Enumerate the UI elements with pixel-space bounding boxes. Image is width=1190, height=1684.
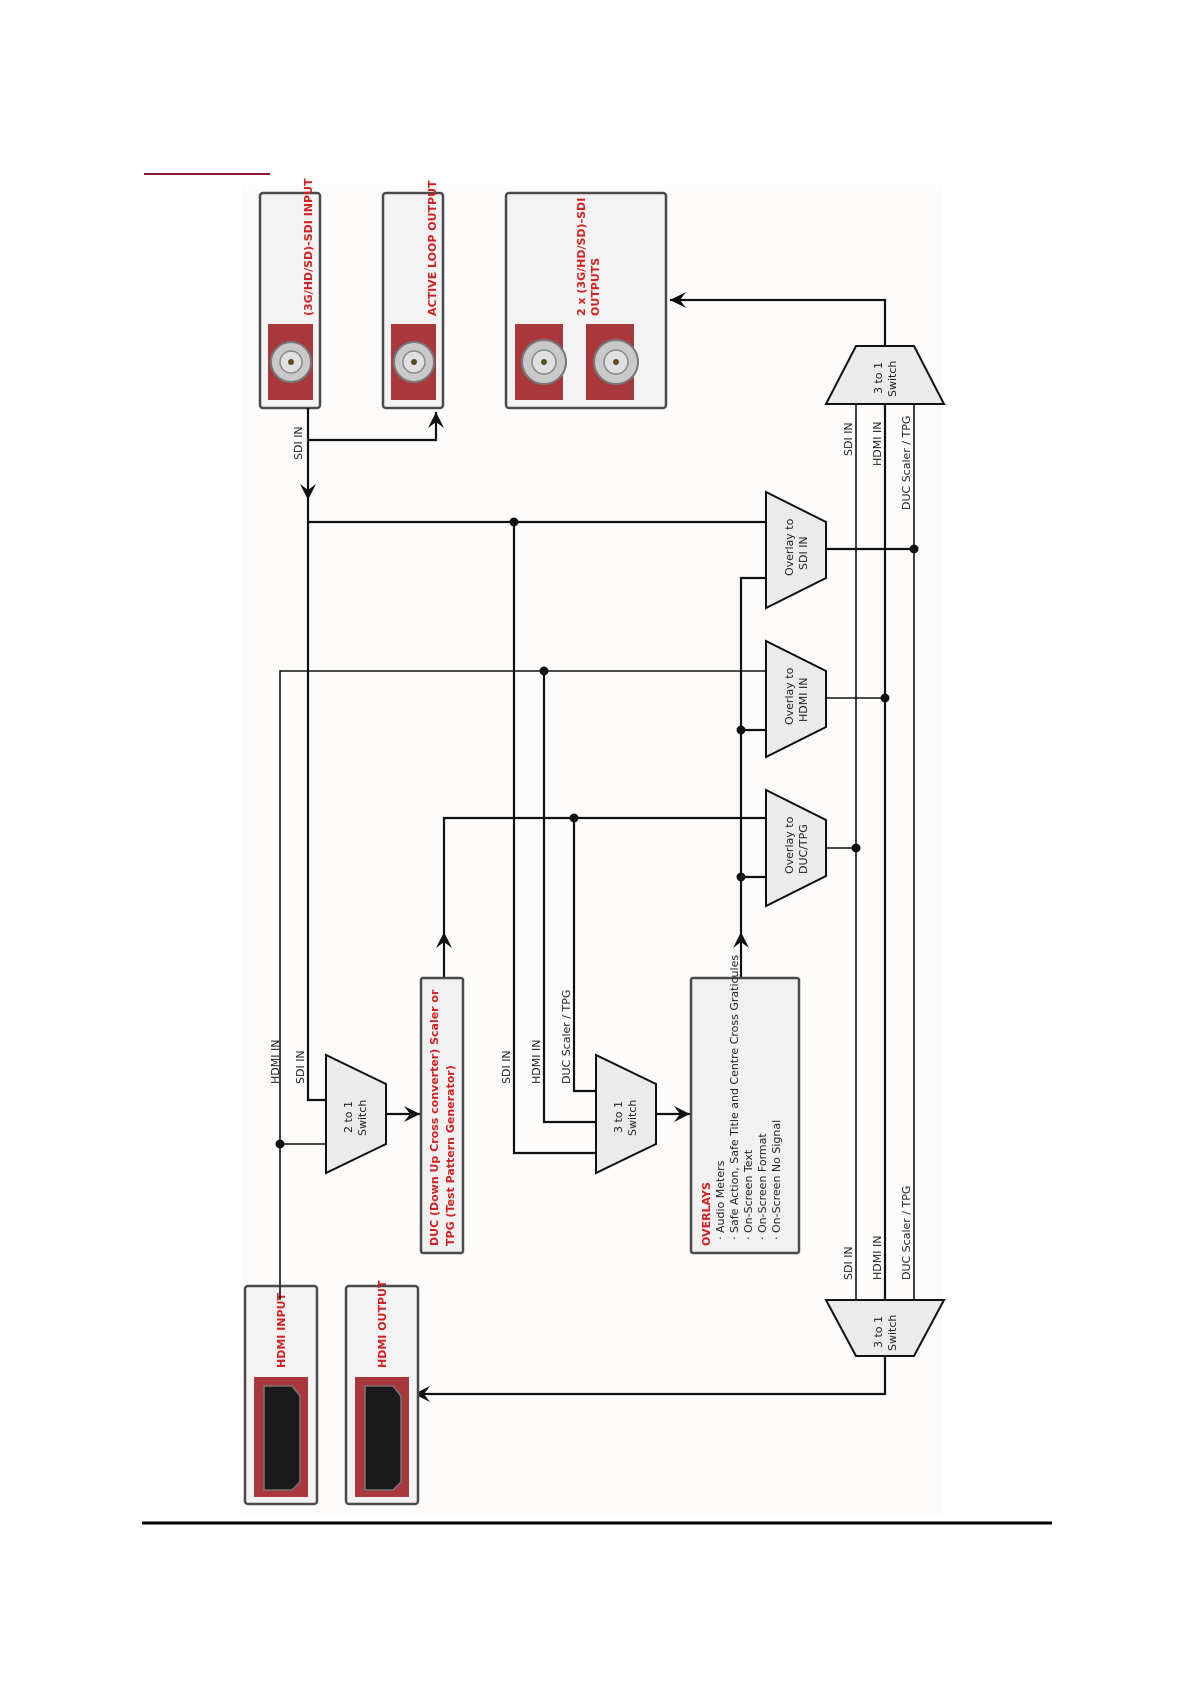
arrow-right-icon xyxy=(404,1106,420,1122)
wire-sdi-in-main xyxy=(306,408,330,1102)
arrow-left-icon xyxy=(670,292,686,308)
duc-box-line1: DUC (Down Up Cross converter) Scaler or xyxy=(428,989,441,1246)
wire-duc-to-overlay-switch xyxy=(572,818,600,1093)
arrow-up-icon xyxy=(733,932,749,948)
switch-label: Switch xyxy=(886,361,899,397)
arrow-down-icon xyxy=(300,484,316,500)
overlay-label: DUC/TPG xyxy=(797,824,810,874)
label-hdmi-in-right-bottom: HDMI IN xyxy=(871,1236,884,1280)
overlays-item: · On-Screen Format xyxy=(756,1133,769,1240)
wire-hdmi-to-overlay-switch xyxy=(542,671,600,1124)
panel-label-sdi-outputs-2: OUTPUTS xyxy=(589,258,602,316)
junction-dot xyxy=(909,544,919,554)
panel-sdi-outputs: 2 x (3G/HD/SD)-SDI OUTPUTS xyxy=(504,191,668,410)
panel-label-active-loop-output: ACTIVE LOOP OUTPUT xyxy=(426,180,439,316)
label-sdi-in-left: SDI IN xyxy=(294,1050,307,1084)
overlay-label: Overlay to xyxy=(783,518,796,576)
overlays-box: OVERLAYS · Audio Meters · Safe Action, S… xyxy=(689,955,801,1255)
switch-label: 3 to 1 xyxy=(612,1101,625,1133)
panel-label-hdmi-output: HDMI OUTPUT xyxy=(376,1280,389,1368)
switch-label: Switch xyxy=(626,1100,639,1136)
label-sdi-in-right-top: SDI IN xyxy=(842,422,855,456)
arrow-right-icon xyxy=(674,1106,690,1122)
panel-hdmi-output: HDMI OUTPUT xyxy=(344,1280,420,1506)
label-sdi-in-right-bottom: SDI IN xyxy=(842,1246,855,1280)
panel-active-loop-output: ACTIVE LOOP OUTPUT xyxy=(381,180,445,410)
wire-hdmi-out xyxy=(414,1356,887,1396)
arrow-up-icon xyxy=(428,412,444,428)
overlay-to-hdmi-block: Overlay to HDMI IN xyxy=(765,639,827,759)
panel-label-sdi-input: (3G/HD/SD)-SDI INPUT xyxy=(302,178,315,316)
overlays-item: · On-Screen Text xyxy=(742,1149,755,1240)
label-duc-right-top: DUC Scaler / TPG xyxy=(900,416,913,510)
overlay-label: HDMI IN xyxy=(797,678,810,722)
overlay-label: Overlay to xyxy=(783,816,796,874)
panel-label-hdmi-input: HDMI INPUT xyxy=(275,1293,288,1368)
overlay-to-duc-block: Overlay to DUC/TPG xyxy=(765,788,827,908)
junction-dot xyxy=(851,843,861,853)
overlay-label: Overlay to xyxy=(783,667,796,725)
switch-label: 2 to 1 xyxy=(342,1101,355,1133)
switch-label: Switch xyxy=(886,1315,899,1351)
panel-hdmi-input: HDMI INPUT xyxy=(243,1284,319,1506)
overlays-item: · Safe Action, Safe Title and Centre Cro… xyxy=(728,955,741,1240)
overlay-to-sdi-block: Overlay to SDI IN xyxy=(765,490,827,610)
overlays-item: · Audio Meters xyxy=(714,1160,727,1240)
switch-sdi-outputs: 3 to 1 Switch xyxy=(824,345,946,405)
switch-label: 3 to 1 xyxy=(872,1316,885,1348)
label-sdi-in-mid: SDI IN xyxy=(500,1050,513,1084)
overlays-item: · On-Screen No Signal xyxy=(770,1120,783,1240)
arrow-up-icon xyxy=(436,932,452,948)
label-duc-mid: DUC Scaler / TPG xyxy=(560,990,573,1084)
wire-sdi-to-overlay-switch xyxy=(512,522,600,1155)
panel-sdi-input: (3G/HD/SD)-SDI INPUT xyxy=(258,178,322,410)
switch-overlay-input: 3 to 1 Switch xyxy=(595,1053,657,1175)
overlays-title: OVERLAYS xyxy=(700,1182,713,1246)
wire-overlay-bus xyxy=(739,576,770,978)
label-hdmi-in-left: HDMI IN xyxy=(269,1040,282,1084)
wire-duc-bus xyxy=(442,816,770,978)
label-hdmi-in-right-top: HDMI IN xyxy=(871,422,884,466)
arrow-left-icon xyxy=(414,1386,430,1402)
switch-duc-input: 2 to 1 Switch xyxy=(325,1053,387,1175)
wire-hdmi-bus xyxy=(279,670,770,1302)
overlay-label: SDI IN xyxy=(797,536,810,570)
duc-tpg-box: DUC (Down Up Cross converter) Scaler or … xyxy=(419,976,465,1255)
wire-sdi-out xyxy=(670,298,887,346)
duc-box-line2: TPG (Test Pattern Generator) xyxy=(444,1065,457,1246)
junction-dot xyxy=(880,693,890,703)
label-sdi-in-top: SDI IN xyxy=(292,426,305,460)
panel-label-sdi-outputs-1: 2 x (3G/HD/SD)-SDI xyxy=(575,198,588,316)
label-hdmi-in-mid: HDMI IN xyxy=(530,1040,543,1084)
switch-hdmi-output: 3 to 1 Switch xyxy=(824,1299,946,1357)
label-duc-right-bottom: DUC Scaler / TPG xyxy=(900,1186,913,1280)
switch-label: Switch xyxy=(356,1100,369,1136)
switch-label: 3 to 1 xyxy=(872,362,885,394)
